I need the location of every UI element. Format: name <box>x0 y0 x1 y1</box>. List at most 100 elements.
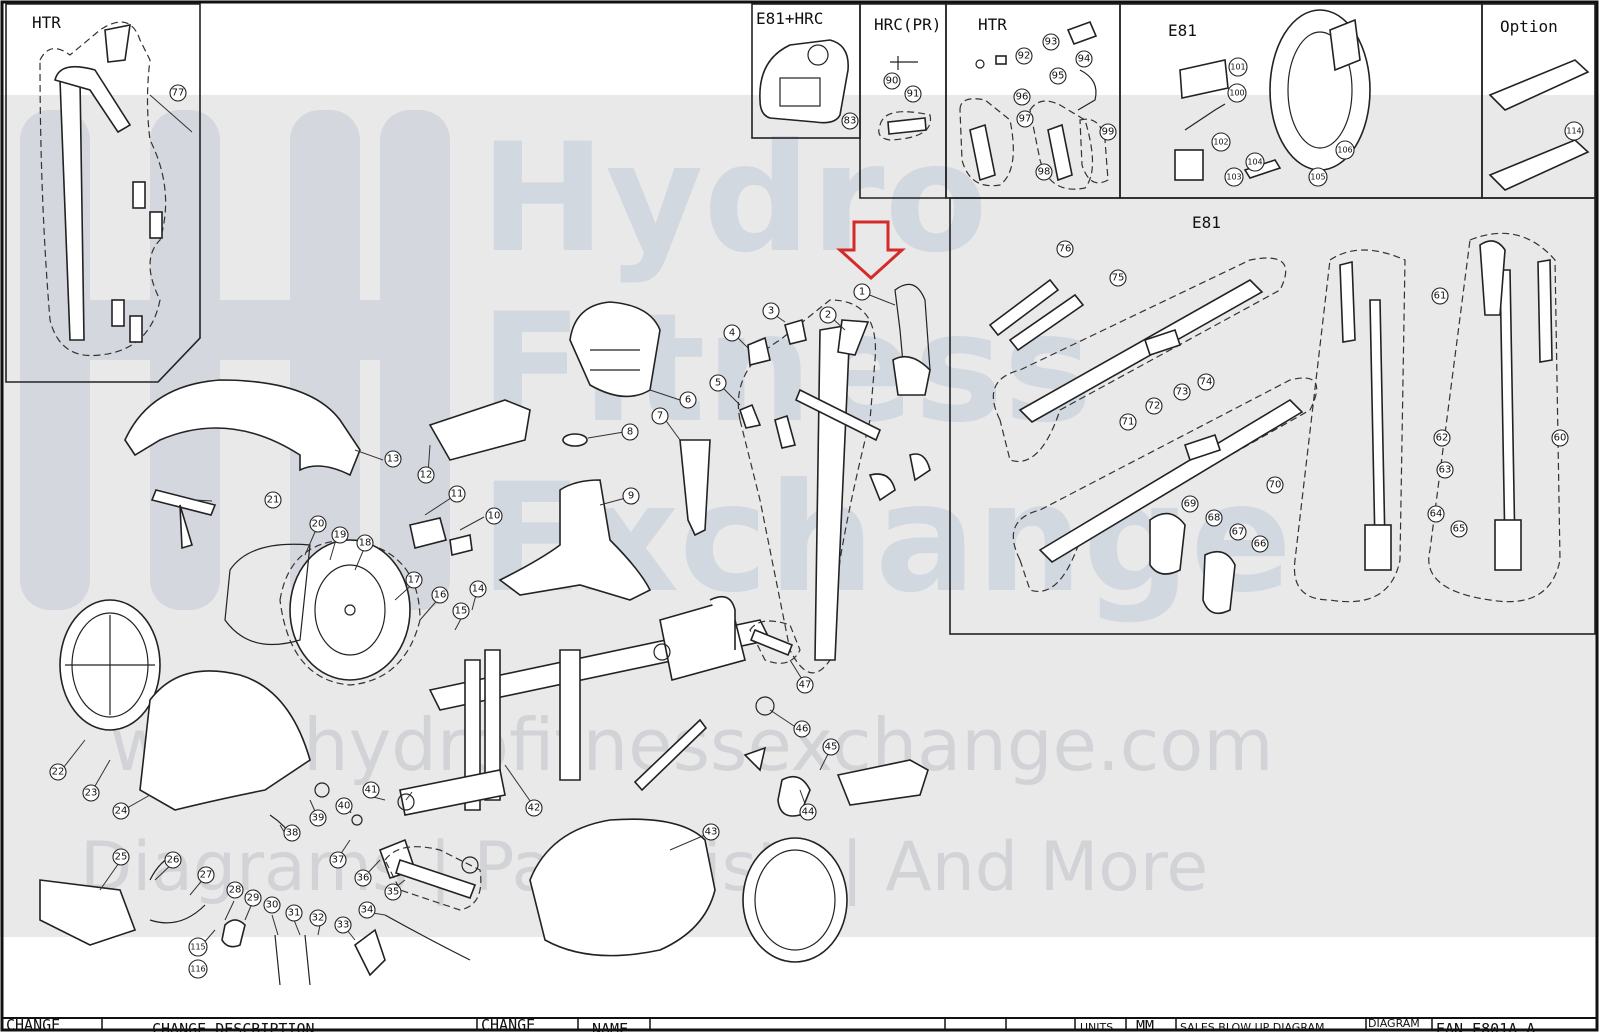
callout-circle <box>762 302 780 320</box>
callout-circle <box>309 515 327 533</box>
watermark-logo-icon <box>20 110 450 610</box>
watermark-line1: Hydro <box>480 112 988 286</box>
callout-circle <box>285 904 303 922</box>
drive-belt-part <box>224 543 311 646</box>
callout-circle <box>309 909 327 927</box>
callout-number: 45 <box>825 742 838 753</box>
callout-number: 93 <box>1045 37 1058 48</box>
main-column-part <box>737 283 931 674</box>
part-callout-103: 103 <box>1224 167 1244 187</box>
tb-change-description: CHANGE DESCRIPTION <box>152 1020 315 1032</box>
callout-number: 96 <box>1016 92 1029 103</box>
part-callout-18: 18 <box>356 534 374 552</box>
console-part <box>759 39 849 124</box>
callout-number: 8 <box>627 427 633 438</box>
callout-circle <box>335 797 353 815</box>
callout-number: 62 <box>1436 433 1449 444</box>
callout-number: 29 <box>247 893 260 904</box>
callout-circle <box>331 526 349 544</box>
callout-number: 11 <box>451 489 464 500</box>
callout-circle <box>1205 509 1223 527</box>
part-callout-75: 75 <box>1109 269 1127 287</box>
callout-number: 90 <box>886 76 899 87</box>
part-callout-30: 30 <box>263 896 281 914</box>
part-callout-41: 41 <box>362 781 380 799</box>
part-callout-47: 47 <box>796 676 814 694</box>
part-callout-90: 90 <box>883 72 901 90</box>
part-callout-92: 92 <box>1015 47 1033 65</box>
e81-top-label: E81 <box>1168 21 1197 40</box>
callout-circle <box>169 84 187 102</box>
callout-circle <box>112 848 130 866</box>
callout-number: 17 <box>408 575 421 586</box>
callout-circle <box>1564 121 1584 141</box>
callout-circle <box>853 283 871 301</box>
callout-circle <box>1431 287 1449 305</box>
part-callout-20: 20 <box>309 515 327 533</box>
callout-circle <box>188 959 208 979</box>
callout-number: 73 <box>1176 387 1189 398</box>
pedal-options <box>1488 59 1590 191</box>
callout-circle <box>448 485 466 503</box>
callout-circle <box>1433 429 1451 447</box>
callout-number: 30 <box>266 900 279 911</box>
part-callout-76: 76 <box>1056 240 1074 258</box>
part-callout-67: 67 <box>1229 523 1247 541</box>
part-callout-39: 39 <box>309 809 327 827</box>
callout-number: 5 <box>715 378 721 389</box>
part-callout-3: 3 <box>762 302 780 320</box>
tb-units: UNITS <box>1080 1021 1113 1032</box>
callout-circle <box>796 676 814 694</box>
callout-circle <box>1308 167 1328 187</box>
callout-circle <box>309 809 327 827</box>
part-callout-4: 4 <box>723 324 741 342</box>
callout-number: 114 <box>1566 127 1581 136</box>
callout-circle <box>417 466 435 484</box>
callout-number: 1 <box>859 287 865 298</box>
callout-number: 6 <box>685 395 691 406</box>
part-callout-72: 72 <box>1145 397 1163 415</box>
e81-main-box <box>949 197 1596 635</box>
callout-circle <box>334 916 352 934</box>
callout-number: 106 <box>1337 146 1352 155</box>
e81-main-parts <box>988 232 1561 615</box>
part-callout-60: 60 <box>1551 429 1569 447</box>
callout-circle <box>1056 240 1074 258</box>
callout-number: 102 <box>1213 138 1228 147</box>
callout-circle <box>1228 57 1248 77</box>
part-callout-106: 106 <box>1335 140 1355 160</box>
callout-circle <box>1035 163 1053 181</box>
callout-circle <box>197 866 215 884</box>
callout-number: 39 <box>312 813 325 824</box>
callout-number: 28 <box>229 885 242 896</box>
callout-number: 40 <box>338 801 351 812</box>
part-callout-115: 115 <box>188 937 208 957</box>
callout-circle <box>822 738 840 756</box>
callout-circle <box>188 937 208 957</box>
part-callout-64: 64 <box>1427 505 1445 523</box>
callout-number: 95 <box>1052 71 1065 82</box>
callout-circle <box>1075 50 1093 68</box>
callout-circle <box>1224 167 1244 187</box>
part-callout-114: 114 <box>1564 121 1584 141</box>
part-callout-96: 96 <box>1013 88 1031 106</box>
callout-circle <box>1436 461 1454 479</box>
part-callout-45: 45 <box>822 738 840 756</box>
tb-diagram: DIAGRAM <box>1368 1017 1420 1030</box>
callout-number: 15 <box>455 606 468 617</box>
callout-circle <box>622 487 640 505</box>
callout-number: 97 <box>1019 114 1032 125</box>
part-callout-7: 7 <box>651 407 669 425</box>
callout-number: 24 <box>115 806 128 817</box>
callout-circle <box>452 602 470 620</box>
callout-circle <box>883 72 901 90</box>
callout-number: 20 <box>312 519 325 530</box>
mast-shroud-part <box>498 479 652 601</box>
part-callout-116: 116 <box>188 959 208 979</box>
part-callout-16: 16 <box>431 586 449 604</box>
callout-number: 37 <box>332 855 345 866</box>
callout-circle <box>1335 140 1355 160</box>
part-callout-36: 36 <box>354 869 372 887</box>
callout-number: 31 <box>288 908 301 919</box>
